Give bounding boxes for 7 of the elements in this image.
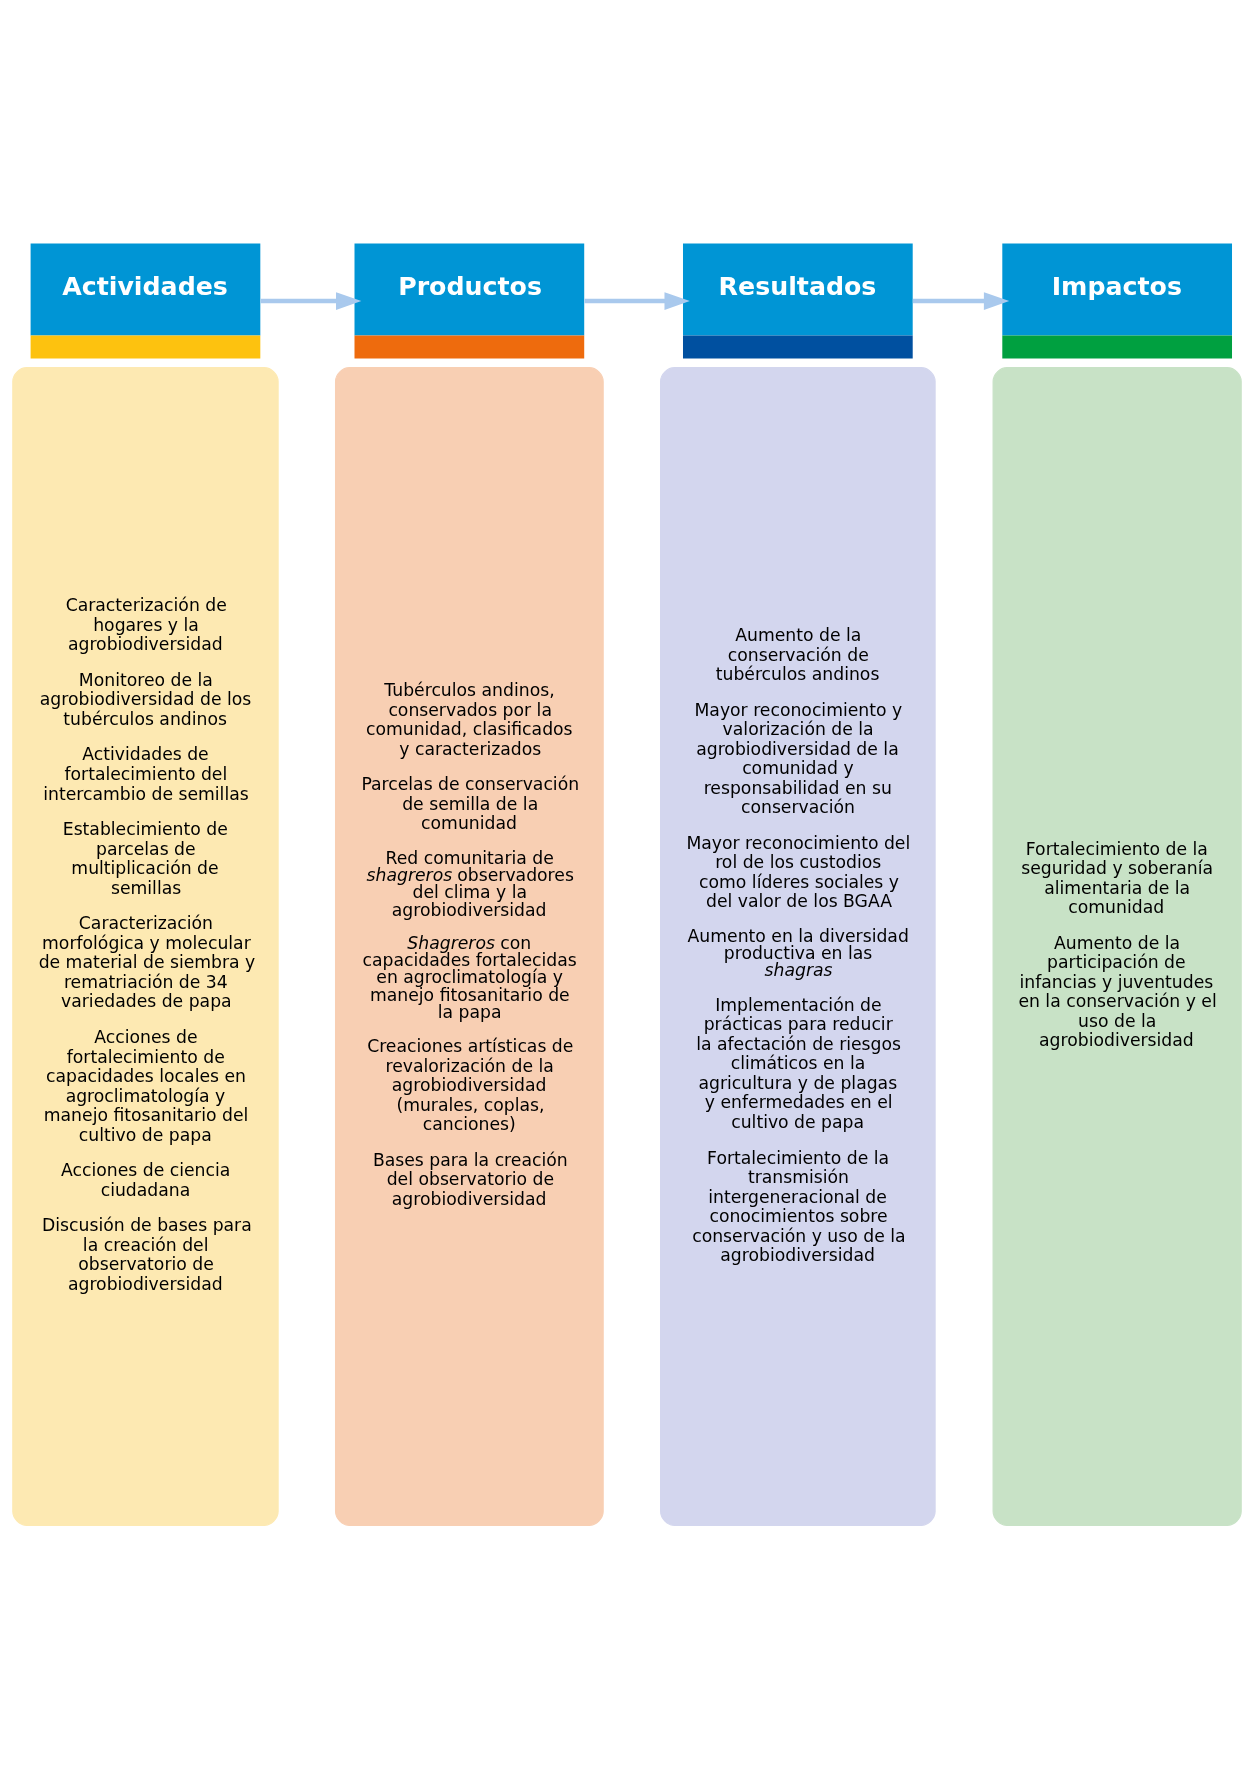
arrow [912,292,1010,310]
node-box: Caracterización de hogares y la agrobiodiversidad Monitoreo de la agrobiodiversidad de los tubérculos andinos Actividades de fortalecimiento del intercambio de semillas Establecimiento de parcelas de multiplicación de semillas Caracterización morfológica y molecular de material de siembra y rematriación de 34 variedades de papa Acciones de fortalecimiento de capacidades locales en agroclimatología y manejo fitosanitario del cultivo de papa Acciones de ciencia ciudadana Discusión de bases para la creación del observatorio de agrobiodiversidad [12,367,279,1526]
node-box: Fortalecimiento de la seguridad y soberanía alimentaria de la comunidad Aumento de la participación de infancias y juventudes en la conservación y el uso de la agrobiodiversidad [992,367,1242,1526]
node-box: Tubérculos andinos, conservados por la comunidad, clasificados y caracterizados Parcelas de conservación de semilla de la comunidad Red comunitaria de shagreros observadores del clima y la agrobiodiversidad Shagreros con capacidades fortalecidas en agroclimatología y manejo fitosanitario de la papa Creaciones artísticas de revalorización de la agrobiodiversidad (murales, coplas, canciones) Bases para la creación del observatorio de agrobiodiversidad [334,367,604,1526]
node-box: Aumento de la conservación de tubérculos andinos Mayor reconocimiento y valorización de la agrobiodiversidad de la comunidad y responsabilidad en su conservación Mayor reconocimiento del rol de los custodios como líderes sociales y del valor de los BGAA Aumento en la diversidad productiva en las shagras Implementación de prácticas para reducir la afectación de riesgos climáticos en la agricultura y de plagas y enfermedades en el cultivo de papa Fortalecimiento de la transmisión intergeneracional de conocimientos sobre conservación y uso de la agrobiodiversidad [660,367,936,1526]
arrow [260,292,362,310]
arrow [584,292,690,310]
